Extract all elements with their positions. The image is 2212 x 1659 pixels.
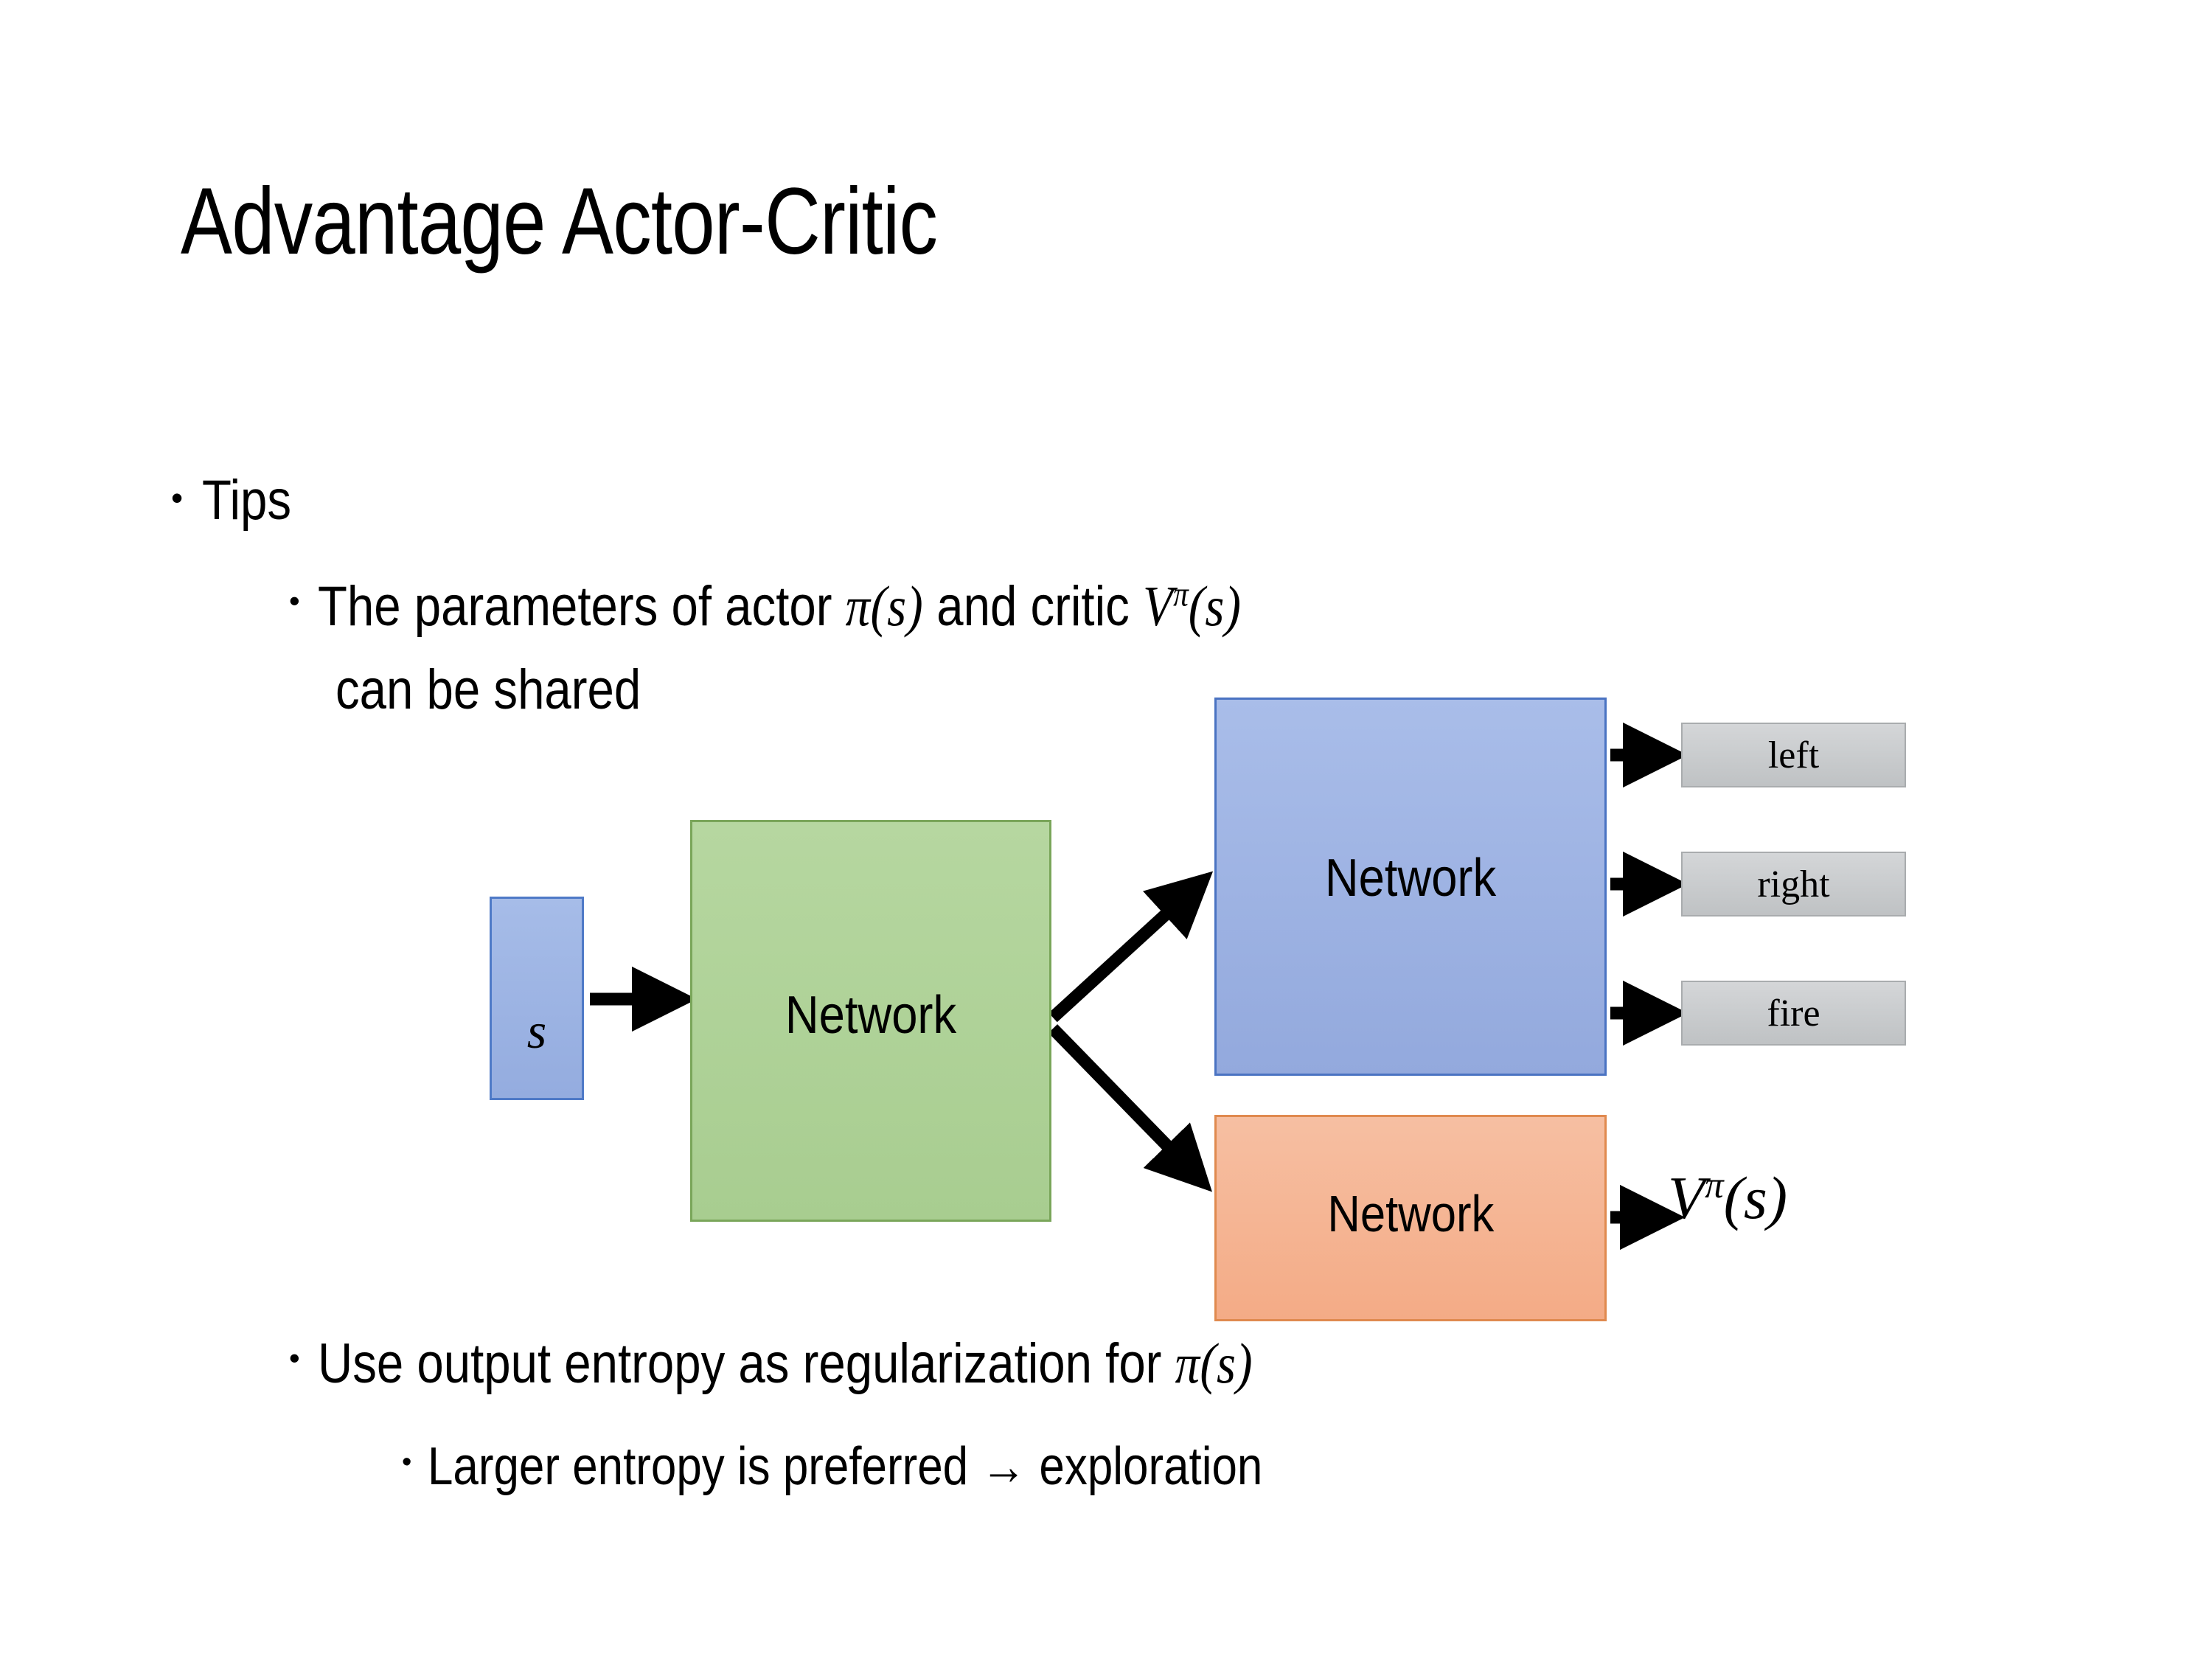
bullet-entropy-regularization: • Use output entropy as regularization f…	[289, 1331, 1405, 1397]
value-superscript: π	[1705, 1164, 1724, 1206]
shared-network-label: Network	[785, 985, 957, 1045]
action-output-fire[interactable]: fire	[1681, 981, 1906, 1046]
bullet-larger-entropy: • Larger entropy is preferred → explorat…	[402, 1436, 1399, 1497]
math-actor-policy: π(s)	[1175, 1332, 1253, 1395]
entropy-text-before: Use output entropy as regularization for	[317, 1332, 1175, 1395]
actor-network-label: Network	[1324, 848, 1497, 908]
bullet-entropy-regularization-label: Use output entropy as regularization for…	[318, 1331, 1253, 1397]
actor-network-box[interactable]: Network	[1214, 698, 1607, 1076]
action-output-right-label: right	[1757, 863, 1830, 905]
bullet-marker-icon: •	[289, 1340, 300, 1375]
bullet-shared-parameters: • The parameters of actor π(s) and criti…	[289, 574, 1391, 639]
bullet-marker-icon: •	[289, 583, 300, 618]
bullet-larger-entropy-label: Larger entropy is preferred → exploratio…	[428, 1437, 1263, 1496]
state-input-box[interactable]: s	[490, 897, 584, 1100]
math-critic-value: Vπ(s)	[1143, 574, 1241, 638]
action-output-fire-label: fire	[1767, 992, 1820, 1034]
math-critic-superscript: π	[1172, 574, 1189, 614]
page-title: Advantage Actor-Critic	[181, 169, 938, 274]
critic-network-box[interactable]: Network	[1214, 1115, 1607, 1321]
bullet-shared-parameters-label: The parameters of actor π(s) and critic …	[318, 574, 1241, 639]
math-critic-argument: (s)	[1188, 574, 1242, 638]
math-critic-base: V	[1142, 574, 1173, 638]
action-output-left-label: left	[1767, 734, 1820, 776]
bullet-marker-icon: •	[171, 479, 184, 517]
shared-network-box[interactable]: Network	[690, 820, 1051, 1222]
critic-network-label: Network	[1327, 1185, 1494, 1242]
action-output-right[interactable]: right	[1681, 852, 1906, 917]
bullet-shared-parameters-line2: can be shared	[335, 658, 691, 722]
params-text-before: The parameters of actor	[317, 575, 846, 638]
value-base: V	[1668, 1164, 1705, 1231]
params-text-middle: and critic	[922, 575, 1143, 638]
arrow-shared-to-actor	[1048, 871, 1214, 1023]
bullet-tips-label: Tips	[202, 469, 292, 532]
arrow-shared-to-critic	[1048, 1024, 1212, 1192]
action-output-left[interactable]: left	[1681, 723, 1906, 787]
bullet-shared-parameters-line2-label: can be shared	[335, 658, 641, 721]
value-function-output-label: Vπ(s)	[1668, 1164, 1787, 1233]
bullet-tips: • Tips	[171, 469, 306, 532]
math-actor-policy: π(s)	[845, 574, 923, 638]
bullet-marker-icon: •	[402, 1447, 412, 1478]
value-argument: (s)	[1723, 1164, 1788, 1231]
state-symbol-label: s	[526, 1002, 547, 1059]
